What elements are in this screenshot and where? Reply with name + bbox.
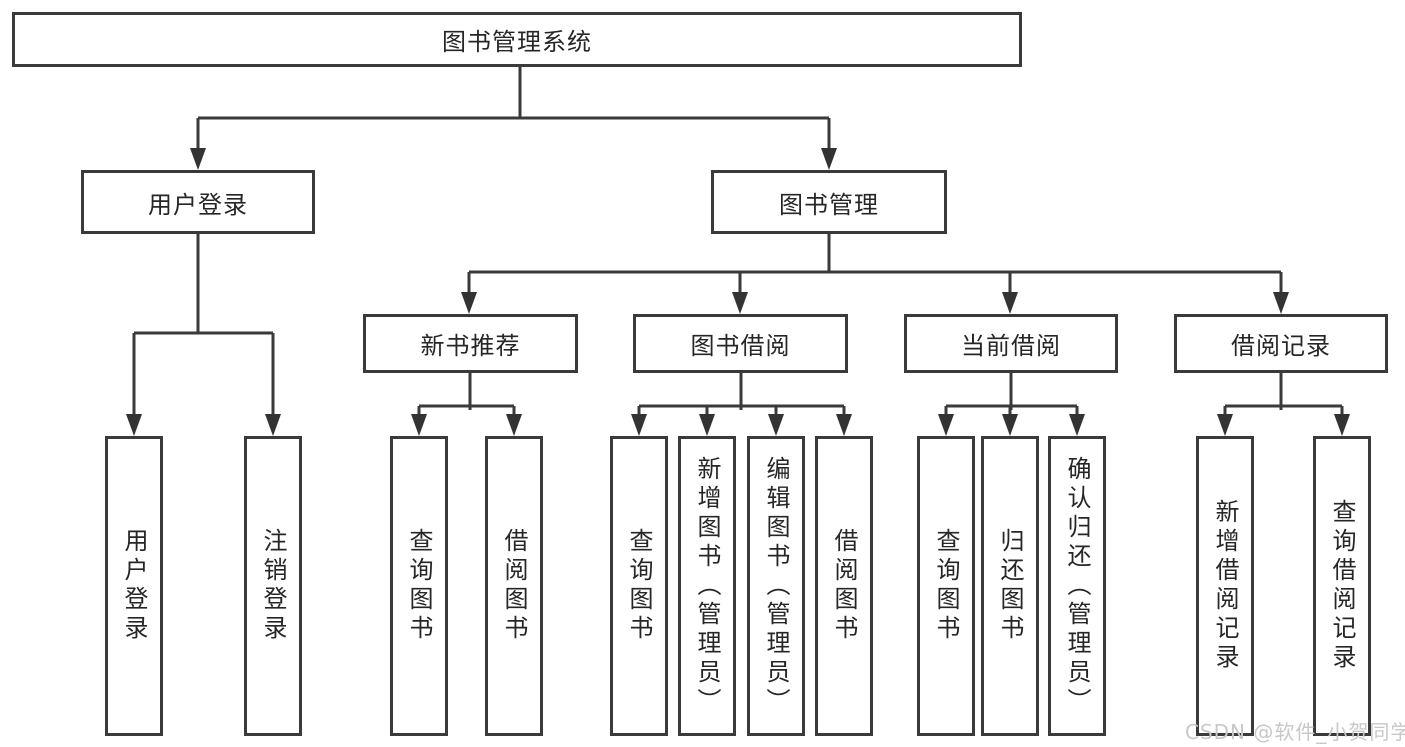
leaf-current-confirm-return-admin: 确认归还（管理员） bbox=[1048, 436, 1106, 736]
leaf-borrowing-edit-book-admin: 编辑图书（管理员） bbox=[747, 436, 805, 736]
leaf-logout-login: 注销登录 bbox=[244, 436, 302, 736]
node-user-login: 用户登录 bbox=[81, 170, 315, 234]
node-label: 借阅记录 bbox=[1231, 332, 1331, 360]
leaf-user-login: 用户登录 bbox=[105, 436, 163, 736]
node-label: 查询图书 bbox=[625, 528, 653, 644]
node-label: 借阅图书 bbox=[830, 528, 858, 644]
node-label: 确认归还（管理员） bbox=[1063, 455, 1091, 717]
leaf-current-query-book: 查询图书 bbox=[917, 436, 975, 736]
leaf-records-add-record: 新增借阅记录 bbox=[1196, 436, 1254, 736]
node-label: 编辑图书（管理员） bbox=[762, 455, 790, 717]
node-borrowing-records: 借阅记录 bbox=[1174, 314, 1388, 373]
node-label: 查询图书 bbox=[405, 528, 433, 644]
node-label: 用户登录 bbox=[148, 190, 248, 219]
node-label: 借阅图书 bbox=[500, 528, 528, 644]
node-label: 新增借阅记录 bbox=[1211, 499, 1239, 673]
node-label: 新书推荐 bbox=[420, 332, 521, 360]
node-label: 查询图书 bbox=[932, 528, 960, 644]
csdn-watermark: CSDN @软件_小贺同学 bbox=[1185, 720, 1405, 744]
leaf-borrowing-borrow-book: 借阅图书 bbox=[815, 436, 873, 736]
node-label: 新增图书（管理员） bbox=[693, 455, 721, 717]
arrowheads bbox=[126, 148, 1350, 436]
node-label: 归还图书 bbox=[996, 528, 1024, 644]
leaf-borrowing-query-book: 查询图书 bbox=[610, 436, 668, 736]
node-label: 图书管理系统 bbox=[442, 28, 592, 56]
leaf-current-return-book: 归还图书 bbox=[981, 436, 1039, 736]
node-label: 用户登录 bbox=[120, 528, 148, 644]
node-label: 当前借阅 bbox=[961, 332, 1061, 360]
leaf-recommend-borrow-book: 借阅图书 bbox=[485, 436, 543, 736]
node-library-system: 图书管理系统 bbox=[12, 12, 1022, 67]
node-label: 注销登录 bbox=[259, 528, 287, 644]
node-book-management: 图书管理 bbox=[711, 170, 947, 234]
node-label: 图书管理 bbox=[779, 190, 879, 219]
leaf-records-query-record: 查询借阅记录 bbox=[1313, 436, 1371, 736]
connector-path bbox=[132, 67, 1344, 418]
node-book-borrowing: 图书借阅 bbox=[633, 314, 848, 373]
node-current-borrowing: 当前借阅 bbox=[904, 314, 1118, 373]
node-label: 图书借阅 bbox=[690, 332, 791, 360]
node-new-book-recommend: 新书推荐 bbox=[363, 314, 578, 373]
leaf-borrowing-add-book-admin: 新增图书（管理员） bbox=[678, 436, 736, 736]
node-label: 查询借阅记录 bbox=[1328, 499, 1356, 673]
leaf-recommend-query-book: 查询图书 bbox=[390, 436, 448, 736]
